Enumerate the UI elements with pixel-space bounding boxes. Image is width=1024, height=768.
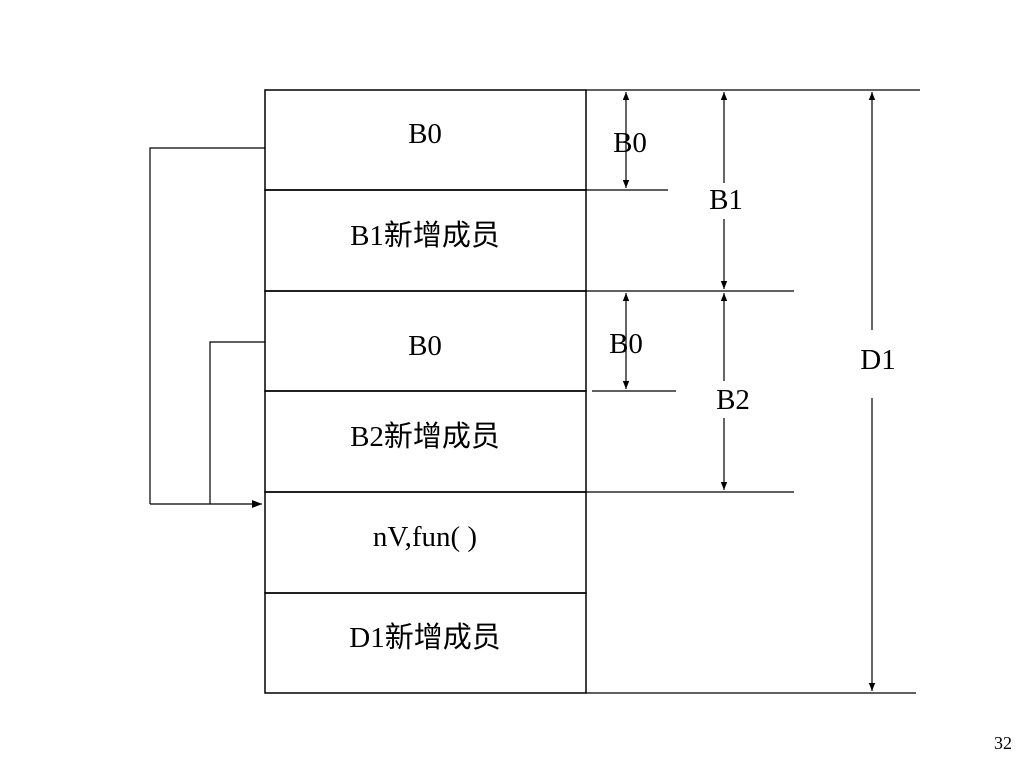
dimension-arrows bbox=[622, 92, 876, 691]
dim-label-b2: B2 bbox=[716, 384, 750, 416]
cell-label-b0-mid: B0 bbox=[408, 330, 442, 362]
pointer-line-inner bbox=[209, 341, 265, 504]
guide-lines bbox=[586, 89, 920, 694]
vptr-pointers bbox=[149, 147, 265, 508]
dim-label-d1: D1 bbox=[860, 344, 895, 376]
dim-label-b0-mid: B0 bbox=[609, 328, 643, 360]
memory-block bbox=[264, 89, 587, 694]
dim-label-b0-top: B0 bbox=[613, 127, 647, 159]
page-number: 32 bbox=[994, 733, 1012, 753]
cell-label-vptr-fun: nV,fun( ) bbox=[373, 521, 477, 553]
cell-label-b1-members: B1新增成员 bbox=[350, 219, 500, 252]
cell-label-b0-top: B0 bbox=[408, 118, 442, 150]
cell-label-b2-members: B2新增成员 bbox=[350, 420, 500, 453]
dim-label-b1: B1 bbox=[709, 184, 743, 216]
cell-label-d1-members: D1新增成员 bbox=[349, 621, 500, 654]
pointer-line-outer bbox=[149, 147, 265, 504]
cell-box-d1-members bbox=[264, 592, 587, 694]
